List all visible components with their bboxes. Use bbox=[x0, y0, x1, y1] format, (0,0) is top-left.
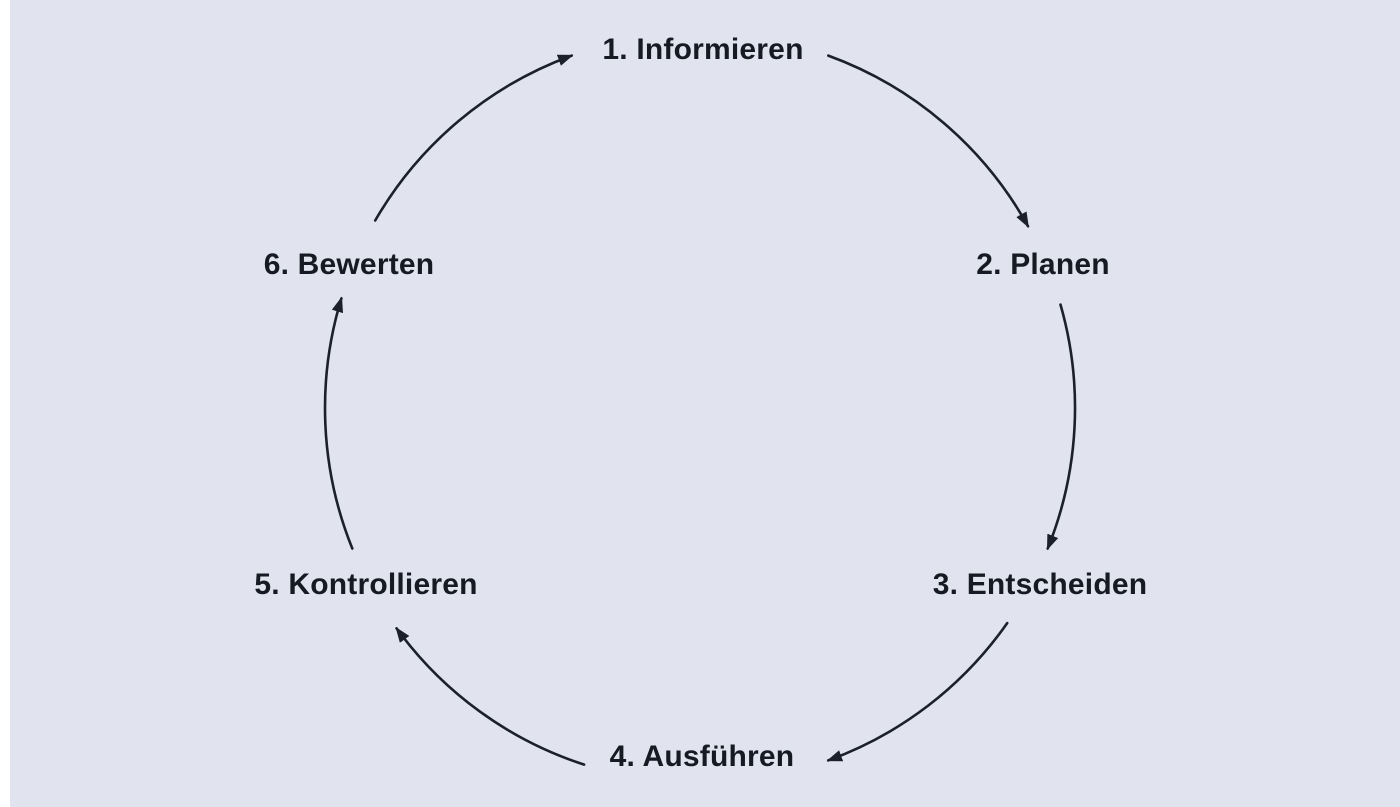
cycle-step-planen: 2. Planen bbox=[976, 248, 1110, 281]
arrow-entscheiden-to-ausfuehren bbox=[826, 621, 1009, 762]
diagram-panel: 1. Informieren 2. Planen 3. Entscheiden … bbox=[10, 0, 1400, 807]
arrow-kontrollieren-to-bewerten bbox=[323, 296, 354, 550]
arrow-bewerten-to-informieren bbox=[373, 54, 574, 222]
cycle-step-kontrollieren: 5. Kontrollieren bbox=[254, 568, 478, 601]
arrow-planen-to-entscheiden bbox=[1046, 303, 1077, 551]
cycle-step-bewerten: 6. Bewerten bbox=[263, 248, 435, 281]
cycle-step-entscheiden: 3. Entscheiden bbox=[932, 568, 1148, 601]
arrow-informieren-to-planen bbox=[827, 54, 1030, 228]
arrow-ausfuehren-to-kontrollieren bbox=[395, 626, 586, 766]
cycle-step-ausfuehren: 4. Ausführen bbox=[609, 740, 795, 773]
cycle-step-informieren: 1. Informieren bbox=[602, 33, 804, 66]
